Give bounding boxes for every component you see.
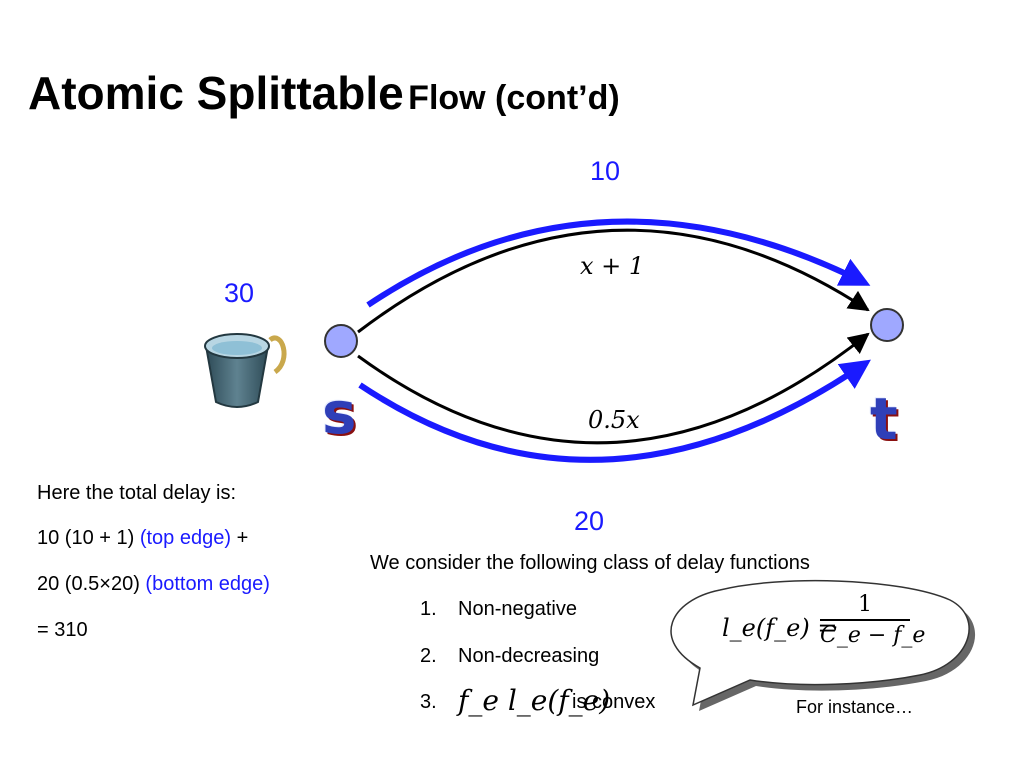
top-flow-arrow (366, 218, 871, 308)
class-item-2-text: Non-decreasing (458, 645, 600, 667)
sink-label: t (870, 385, 898, 453)
class-intro: We consider the following class of delay… (370, 552, 810, 574)
bottom-edge-delay: 0.5x (588, 406, 640, 434)
delay-top-term: 10 (10 + 1) (top edge) + (37, 527, 248, 550)
bottom-edge (357, 332, 870, 445)
delay-top-end: + (231, 527, 249, 549)
bottom-flow-label: 20 (574, 506, 605, 536)
class-item-3-text: is convex (572, 691, 656, 713)
supply-label: 30 (224, 278, 255, 308)
delay-bottom-value: 20 (0.5×20) (37, 573, 146, 595)
class-item-3-num: 3. (420, 691, 437, 713)
fraction-bar (820, 619, 910, 621)
class-item-1-text: Non-negative (458, 598, 577, 620)
class-item-2-num: 2. (420, 645, 437, 667)
source-node (324, 324, 358, 358)
class-item-1: 1. Non-negative (420, 598, 577, 621)
sink-node (870, 308, 904, 342)
top-flow-label: 10 (590, 156, 621, 186)
formula-numerator: 1 (858, 592, 872, 617)
title-main: Atomic Splittable (28, 67, 404, 119)
delay-bottom-term: 20 (0.5×20) (bottom edge) (37, 573, 270, 596)
delay-top-value: 10 (10 + 1) (37, 527, 140, 549)
top-edge-delay: x + 1 (580, 252, 645, 280)
delay-total: = 310 (37, 619, 88, 641)
source-label: s (322, 379, 357, 447)
callout-caption: For instance… (796, 697, 914, 717)
delay-bottom-note: (bottom edge) (145, 573, 270, 595)
formula-lhs: l_e(f_e) = (722, 614, 838, 642)
formula-denominator: C_e − f_e (820, 623, 926, 648)
callout-bubble (670, 579, 976, 711)
class-item-3: 3. (420, 691, 437, 714)
delay-top-note: (top edge) (139, 527, 232, 549)
top-edge (357, 228, 870, 334)
convex-expression: f_e l_e(f_e) (458, 684, 611, 717)
class-item-1-num: 1. (420, 598, 437, 620)
title-sub: Flow (cont’d) (408, 79, 620, 117)
formula-fraction: 1 C_e − f_e (820, 592, 926, 648)
bucket-icon (204, 333, 287, 408)
delay-intro: Here the total delay is: (37, 482, 236, 504)
class-item-2: 2. Non-decreasing (420, 645, 599, 668)
page-title: Atomic Splittable Flow (cont’d) (28, 70, 620, 116)
bottom-flow-arrow (358, 359, 871, 463)
